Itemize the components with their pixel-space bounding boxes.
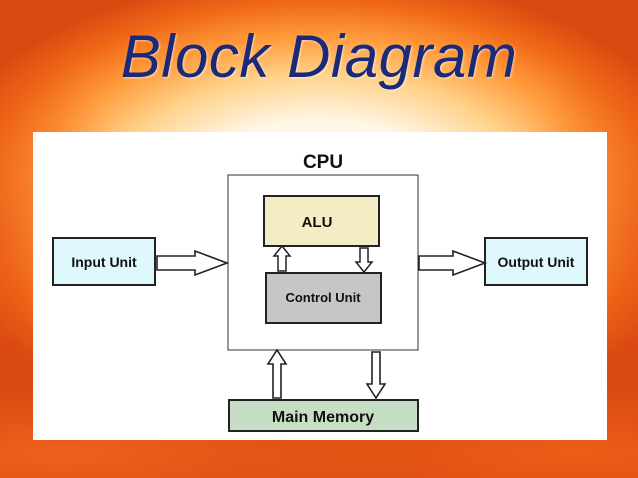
arrow-control-to-alu (272, 244, 292, 272)
main-memory-label: Main Memory (272, 409, 374, 426)
arrow-memory-to-cpu (266, 348, 288, 399)
control-unit-label: Control Unit (285, 290, 361, 305)
arrow-cpu-to-output (418, 249, 488, 277)
arrow-input-to-cpu (156, 249, 230, 277)
cpu-label: CPU (303, 152, 343, 173)
input-unit-box (52, 237, 156, 286)
input-unit-label: Input Unit (71, 254, 137, 270)
output-unit-box (484, 237, 588, 286)
output-unit-label: Output Unit (498, 254, 575, 270)
arrow-alu-to-control (354, 247, 374, 274)
alu-box (263, 195, 380, 247)
slide-title: Block Diagram (120, 23, 518, 90)
alu-label: ALU (302, 214, 333, 231)
main-memory-box (228, 399, 419, 432)
diagram-panel: CPU ALU Control Unit Input Unit Output U… (33, 132, 607, 440)
block-diagram: CPU ALU Control Unit Input Unit Output U… (52, 152, 588, 432)
arrow-cpu-to-memory (365, 351, 387, 400)
control-unit-box (265, 272, 382, 324)
